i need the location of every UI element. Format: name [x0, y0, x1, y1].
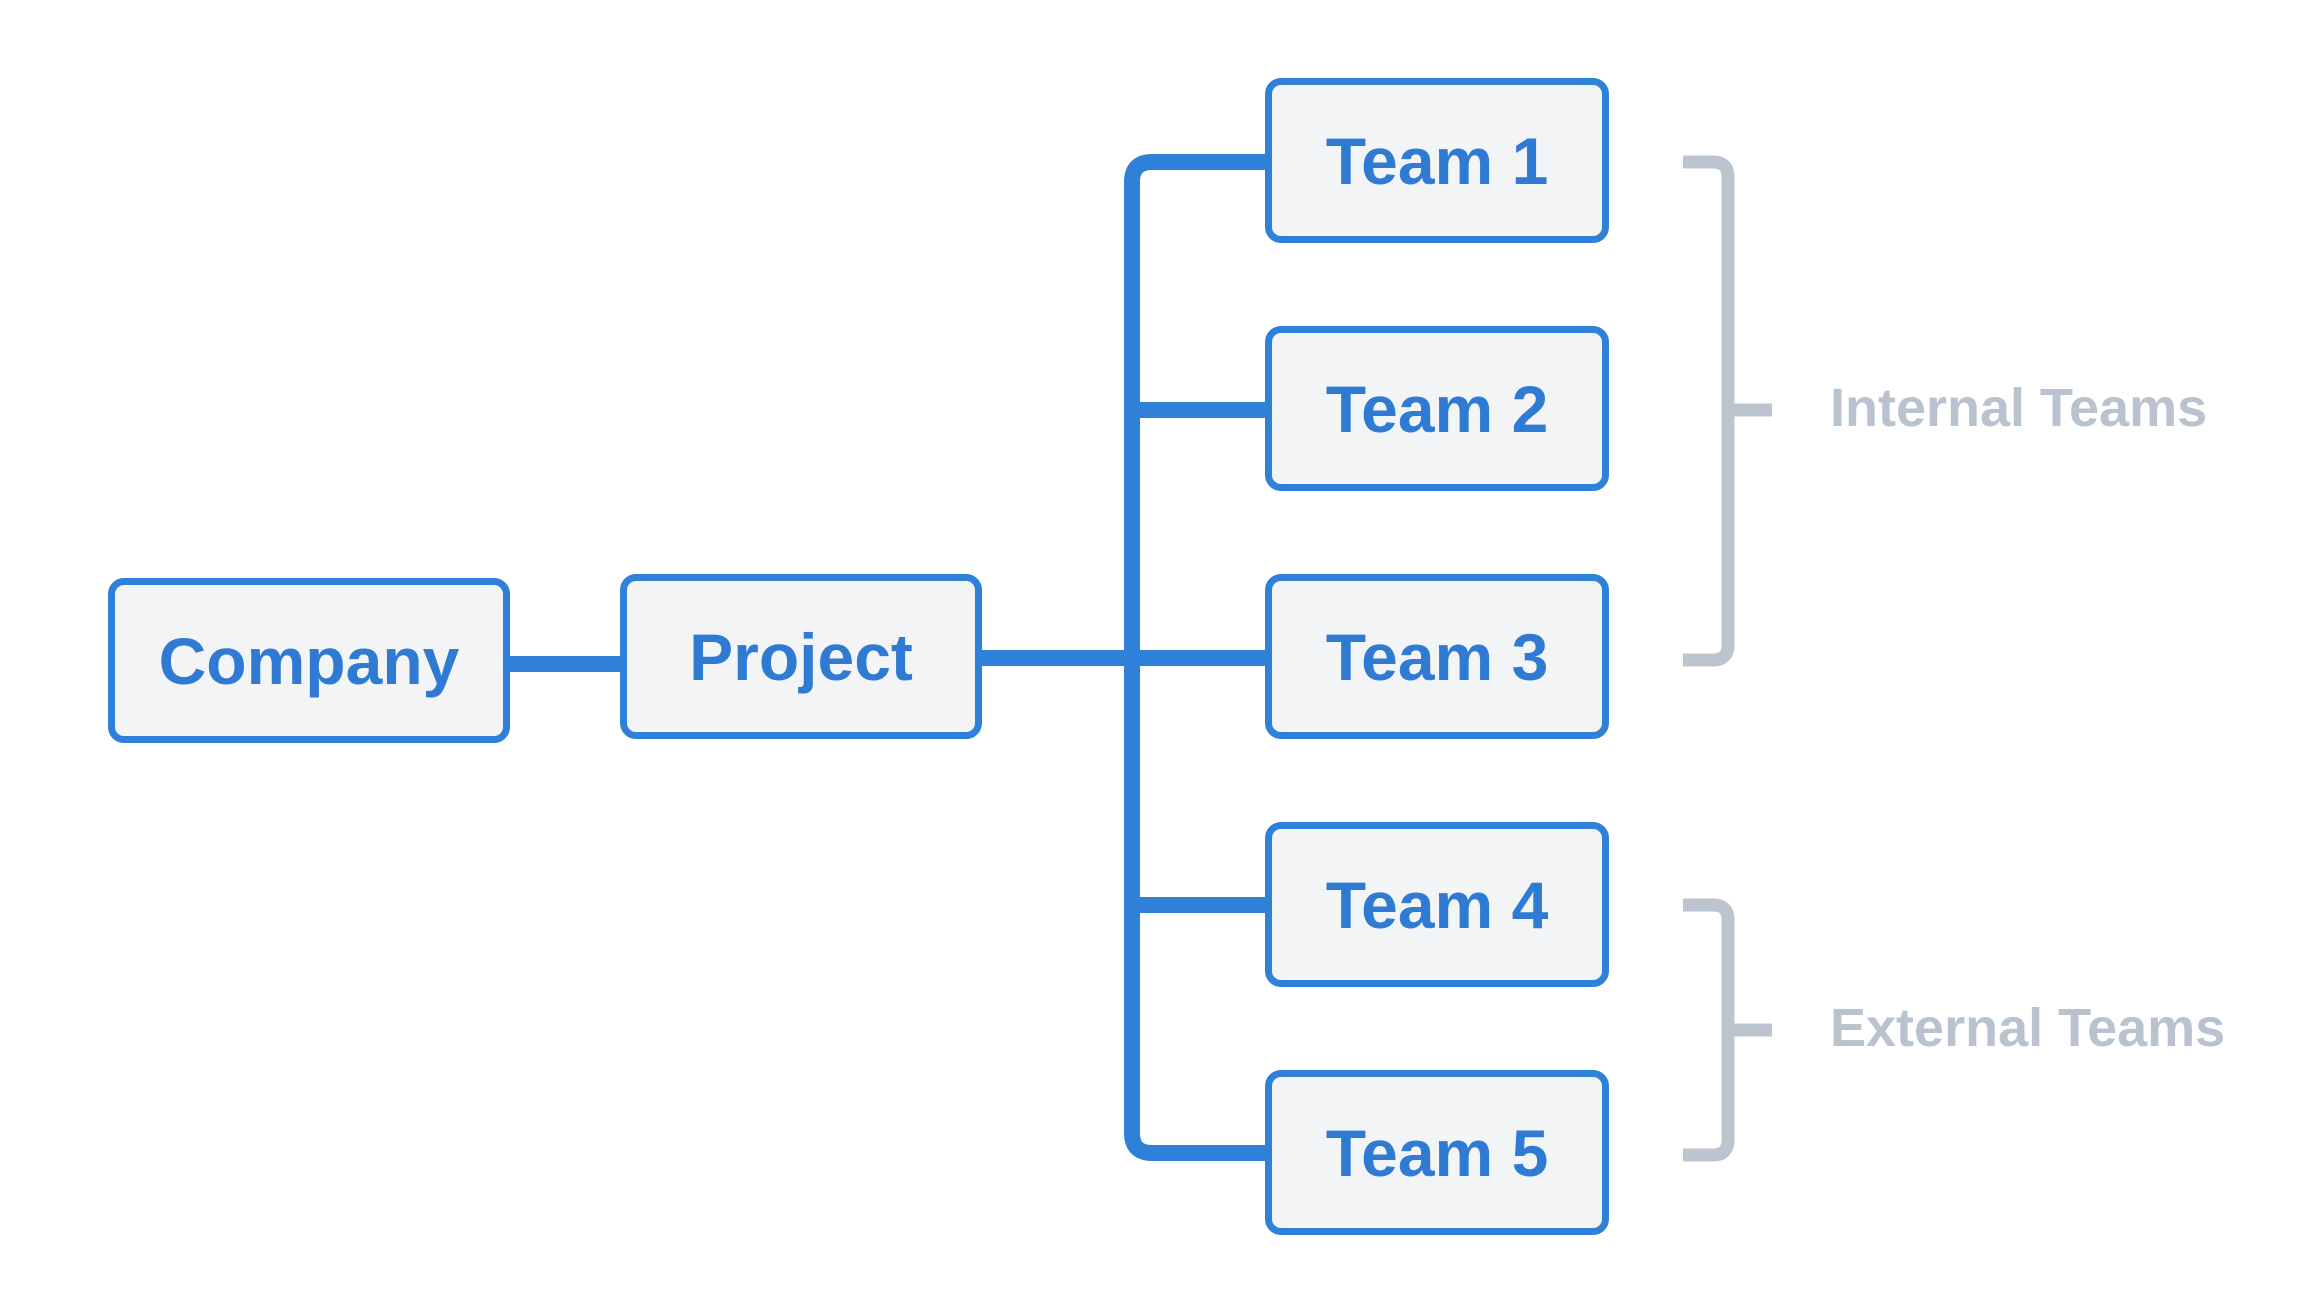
bracket-internal [1683, 155, 1735, 667]
node-team-5-label: Team 5 [1325, 1115, 1549, 1190]
node-company: Company [108, 578, 510, 743]
node-team-1: Team 1 [1265, 78, 1609, 243]
node-team-5: Team 5 [1265, 1070, 1609, 1235]
node-team-4-label: Team 4 [1325, 867, 1549, 942]
node-team-3-label: Team 3 [1325, 619, 1549, 694]
node-team-2-label: Team 2 [1325, 371, 1549, 446]
node-team-4: Team 4 [1265, 822, 1609, 987]
connector-trunk [1124, 154, 1272, 1161]
node-project-label: Project [689, 619, 913, 694]
node-team-3: Team 3 [1265, 574, 1609, 739]
node-company-label: Company [158, 623, 460, 698]
bracket-external [1683, 898, 1735, 1162]
node-project: Project [620, 574, 982, 739]
node-team-2: Team 2 [1265, 326, 1609, 491]
group-label-external: External Teams [1830, 998, 2226, 1058]
group-label-internal: Internal Teams [1830, 378, 2208, 438]
node-team-1-label: Team 1 [1325, 123, 1549, 198]
